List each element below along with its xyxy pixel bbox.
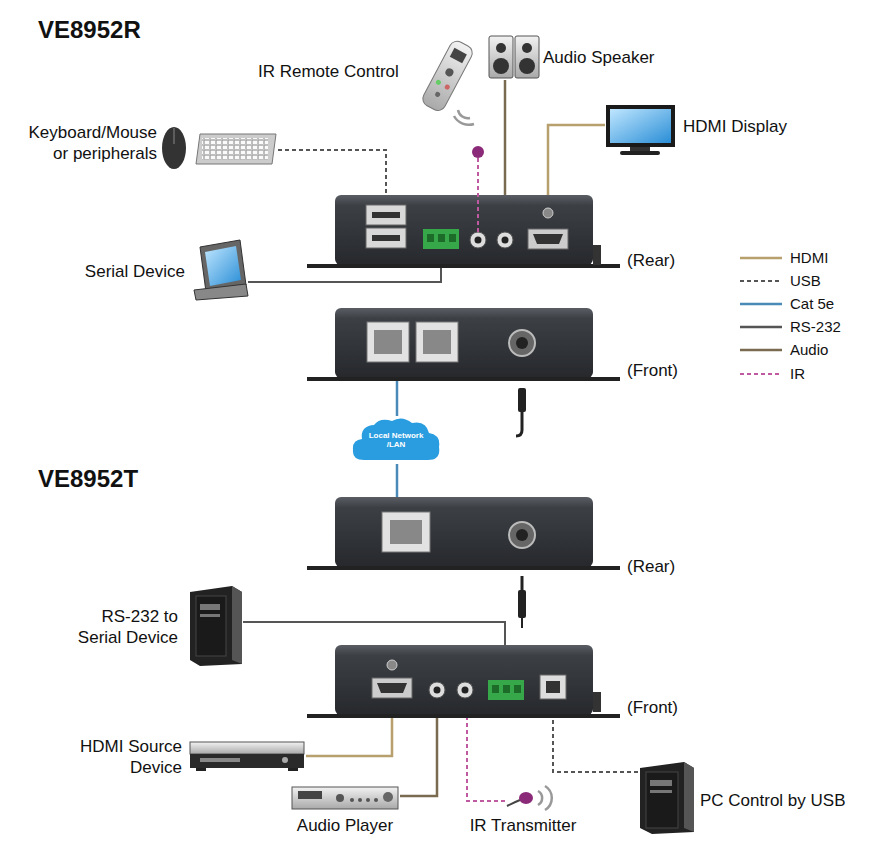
unit-front-t bbox=[307, 645, 620, 718]
cable-connector bbox=[400, 718, 437, 796]
keyboard-node: Keyboard/Mouse or peripherals bbox=[160, 125, 278, 170]
cable-connector bbox=[548, 125, 605, 195]
legend-samples bbox=[740, 258, 782, 374]
legend-text: USB bbox=[790, 272, 821, 290]
cable-connector bbox=[467, 718, 505, 801]
cable-connector bbox=[306, 718, 392, 756]
audio-player-node: Audio Player bbox=[290, 785, 400, 811]
extender-unit: (Rear) bbox=[335, 195, 593, 268]
keyboard-mouse-icon bbox=[162, 127, 276, 169]
ir-transmitter-node: IR Transmitter bbox=[505, 785, 555, 815]
device-label: (Front) bbox=[627, 360, 678, 381]
device-label: Audio Speaker bbox=[543, 47, 655, 68]
ir-transmitter-icon bbox=[507, 786, 552, 810]
speaker-node: Audio Speaker bbox=[488, 35, 540, 80]
extender-unit: (Front) bbox=[335, 645, 593, 718]
extender-unit: (Front) bbox=[335, 308, 593, 381]
serial-device-node: Serial Device bbox=[192, 240, 248, 301]
cable-connector bbox=[278, 150, 386, 195]
tower-pc-node: RS-232 to Serial Device bbox=[188, 585, 243, 666]
unit-rear-r bbox=[307, 195, 620, 268]
cloud-label: Local Network /LAN bbox=[364, 431, 428, 449]
legend-text: IR bbox=[790, 365, 805, 383]
audio-player-icon bbox=[292, 787, 398, 809]
device-label: IR Remote Control bbox=[258, 61, 399, 82]
model-title: VE8952T bbox=[38, 465, 138, 493]
display-icon bbox=[606, 105, 675, 155]
remote-node: IR Remote Control bbox=[420, 40, 480, 120]
hdmi-source-icon bbox=[190, 742, 304, 771]
cable-connector bbox=[505, 80, 506, 195]
unit-front-r bbox=[307, 308, 620, 436]
tower-pc-icon bbox=[640, 762, 694, 834]
speaker-icon bbox=[489, 36, 539, 78]
tower-pc-icon bbox=[190, 586, 242, 666]
legend-text: HDMI bbox=[790, 249, 828, 267]
device-label: (Front) bbox=[627, 697, 678, 718]
legend-text: Cat 5e bbox=[790, 295, 834, 313]
device-label: PC Control by USB bbox=[700, 790, 846, 811]
device-label: Audio Player bbox=[280, 815, 410, 836]
legend-text: Audio bbox=[790, 341, 828, 359]
device-label: IR Transmitter bbox=[458, 815, 588, 836]
device-label: (Rear) bbox=[627, 556, 675, 577]
pc-node: PC Control by USB bbox=[638, 760, 695, 836]
cable-connector bbox=[553, 718, 638, 772]
device-label: (Rear) bbox=[627, 250, 675, 271]
device-label: Serial Device bbox=[40, 261, 185, 282]
network-cloud: Local Network /LAN bbox=[350, 416, 442, 464]
extender-unit: (Rear) bbox=[335, 497, 593, 570]
device-label: HDMI Source Device bbox=[62, 736, 182, 778]
device-label: Keyboard/Mouse or peripherals bbox=[17, 122, 157, 164]
cable-connector bbox=[243, 622, 505, 645]
device-label: RS-232 to Serial Device bbox=[64, 606, 178, 648]
unit-rear-t bbox=[307, 497, 620, 628]
model-title: VE8952R bbox=[38, 16, 141, 44]
hdmi-source-node: HDMI Source Device bbox=[188, 740, 306, 772]
serial-device-icon bbox=[194, 240, 248, 300]
cable-connector bbox=[397, 381, 398, 416]
display-node: HDMI Display bbox=[605, 104, 676, 156]
cable-connector bbox=[248, 268, 441, 282]
ir-remote-icon bbox=[420, 38, 484, 235]
legend-text: RS-232 bbox=[790, 318, 841, 336]
device-label: HDMI Display bbox=[683, 116, 787, 137]
cable-connector bbox=[397, 464, 398, 497]
